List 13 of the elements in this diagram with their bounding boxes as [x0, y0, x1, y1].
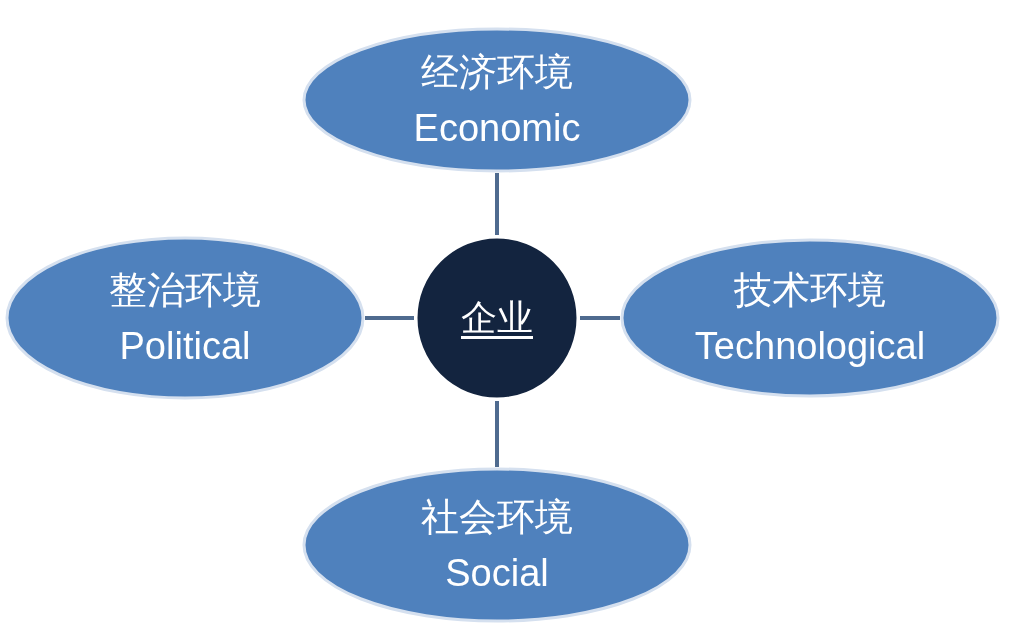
chinese-label: 技术环境	[734, 268, 886, 313]
center-label: 企业	[461, 296, 533, 340]
chinese-label: 整治环境	[109, 268, 261, 313]
english-label: Economic	[413, 106, 581, 151]
connector-line	[365, 316, 414, 320]
chinese-label: 经济环境	[421, 50, 573, 95]
connector-line	[580, 316, 620, 320]
chinese-label: 社会环境	[421, 495, 573, 540]
english-label: Social	[445, 551, 549, 596]
connector-line	[495, 173, 499, 235]
connector-line	[495, 401, 499, 467]
english-label: Political	[119, 324, 251, 369]
english-label: Technological	[694, 324, 926, 369]
